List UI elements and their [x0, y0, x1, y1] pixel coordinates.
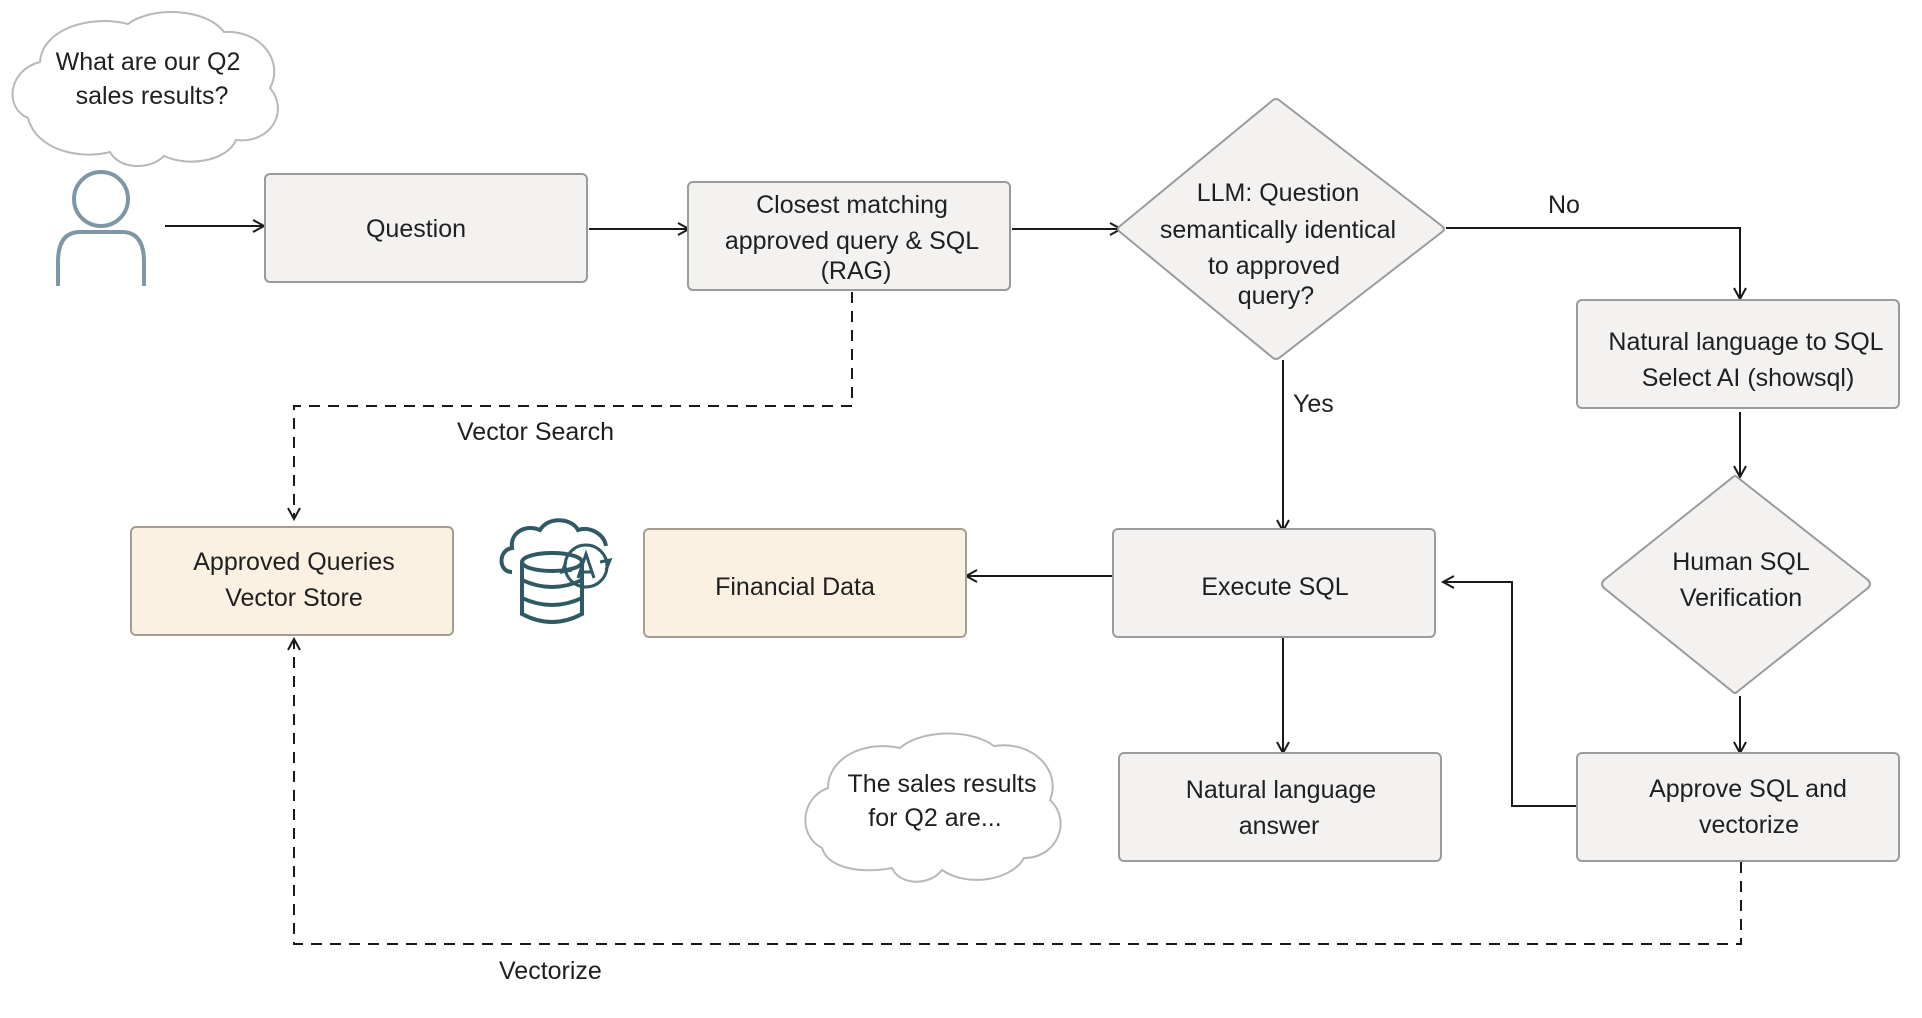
edge-decision-no	[1446, 227, 1741, 298]
llm-decision-line-4: query?	[1238, 282, 1314, 310]
financial-data-box: Financial Data	[643, 528, 967, 638]
edge-approve-to-execute	[1444, 581, 1577, 807]
llm-decision-line-2: semantically identical	[1160, 216, 1396, 244]
nl-answer-line-1: Natural language	[1186, 776, 1376, 804]
approve-vectorize-line-2: vectorize	[1699, 811, 1799, 839]
edge-label-vectorize: Vectorize	[499, 957, 602, 985]
edge-label-yes: Yes	[1293, 390, 1334, 418]
question-bubble-line-2: sales results?	[76, 82, 229, 110]
nl-to-sql-box: Natural language to SQL Select AI (shows…	[1576, 299, 1900, 409]
question-box-label: Question	[366, 215, 466, 243]
approve-vectorize-line-1: Approve SQL and	[1649, 775, 1847, 803]
llm-decision-line-3: to approved	[1208, 252, 1340, 280]
llm-decision-line-1: LLM: Question	[1197, 179, 1360, 207]
execute-sql-label: Execute SQL	[1201, 573, 1348, 601]
nl-to-sql-line-1: Natural language to SQL	[1608, 328, 1883, 356]
closest-match-box: Closest matching approved query & SQL (R…	[687, 181, 1011, 291]
question-thought-bubble: What are our Q2 sales results?	[11, 11, 279, 168]
approved-store-line-1: Approved Queries	[193, 548, 395, 576]
arrowhead	[287, 636, 301, 651]
approved-queries-store-box: Approved Queries Vector Store	[130, 526, 454, 636]
edge-vector-search	[293, 292, 853, 518]
closest-match-line-3: (RAG)	[821, 257, 892, 285]
user-icon	[56, 170, 146, 286]
financial-data-label: Financial Data	[715, 573, 875, 601]
edge-label-vector-search: Vector Search	[457, 418, 614, 446]
llm-decision-diamond: LLM: Question semantically identical to …	[1117, 98, 1445, 360]
connectors	[165, 219, 1747, 945]
answer-bubble-line-1: The sales results	[848, 770, 1037, 798]
answer-thought-bubble: The sales results for Q2 are...	[804, 732, 1062, 883]
answer-bubble-line-2: for Q2 are...	[868, 804, 1001, 832]
question-box: Question	[264, 173, 588, 283]
execute-sql-box: Execute SQL	[1112, 528, 1436, 638]
closest-match-line-1: Closest matching	[756, 191, 948, 219]
question-bubble-line-1: What are our Q2	[56, 48, 241, 76]
edge-vectorize	[293, 640, 1742, 945]
human-verification-diamond: Human SQL Verification	[1601, 475, 1871, 694]
arrowhead	[1733, 465, 1747, 480]
human-verification-line-1: Human SQL	[1672, 548, 1810, 576]
nl-answer-line-2: answer	[1239, 812, 1320, 840]
human-verification-line-2: Verification	[1680, 584, 1802, 612]
approved-store-line-2: Vector Store	[225, 584, 363, 612]
nl-to-sql-line-2: Select AI (showsql)	[1642, 364, 1855, 392]
arrowhead	[1440, 575, 1455, 589]
nl-answer-box: Natural language answer	[1118, 752, 1442, 862]
autonomous-database-icon	[499, 518, 613, 624]
closest-match-line-2: approved query & SQL	[725, 227, 979, 255]
edge-label-no: No	[1548, 191, 1580, 219]
approve-vectorize-box: Approve SQL and vectorize	[1576, 752, 1900, 862]
arrowhead	[287, 507, 301, 522]
